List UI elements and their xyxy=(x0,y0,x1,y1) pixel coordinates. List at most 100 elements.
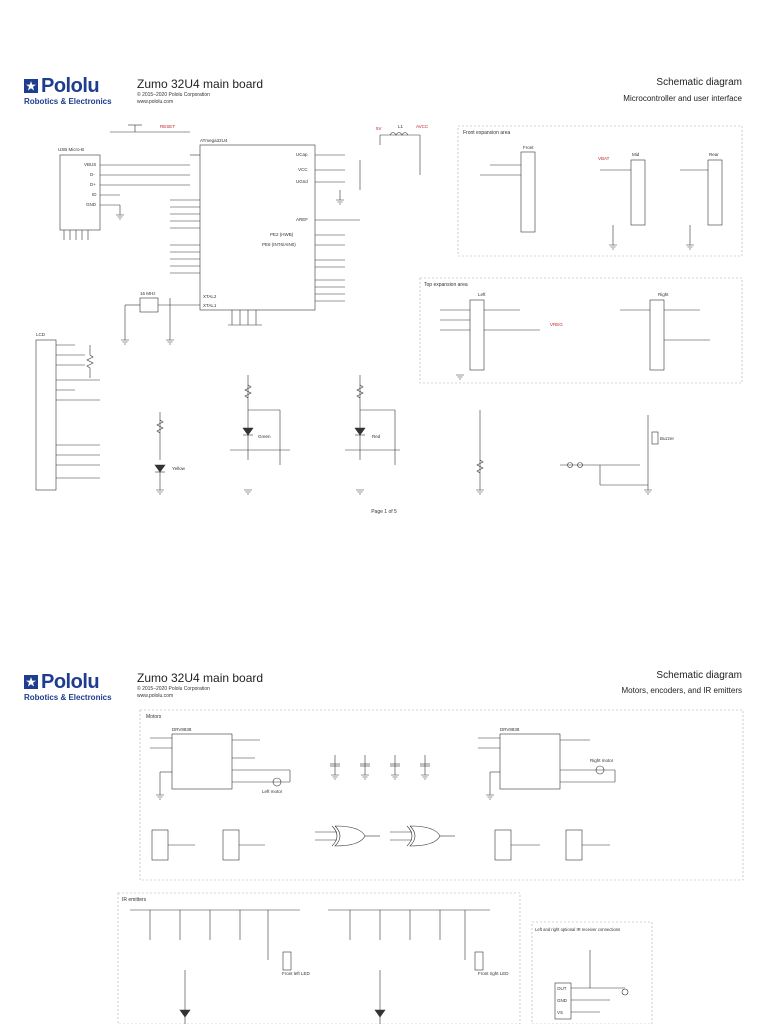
left-header xyxy=(469,299,485,371)
motors-title: Motors xyxy=(146,714,162,720)
front-header xyxy=(520,151,536,233)
top-expansion-region xyxy=(419,277,743,384)
copyright-line: © 2015–2020 Pololu Corporation xyxy=(137,92,210,98)
copyright-line: © 2015–2020 Pololu Corporation xyxy=(137,686,210,692)
rear-header-label: Rear xyxy=(709,152,719,157)
left-driver-label: DRV8838 xyxy=(172,727,192,732)
front-expansion-region xyxy=(457,125,743,257)
rear-header xyxy=(707,159,723,226)
front-left-led-label: Front left LED xyxy=(282,971,311,976)
front-right-led-label: Front right LED xyxy=(478,971,509,976)
website-link[interactable]: www.pololu.com xyxy=(137,693,174,699)
diagram-subtitle: Microcontroller and user interface xyxy=(623,94,742,103)
mid-header xyxy=(630,159,646,226)
ir-emitters-region xyxy=(117,892,521,1024)
green-led-label: Green xyxy=(258,434,271,439)
ir-receiver-connector xyxy=(554,982,572,1020)
top-expansion-title: Top expansion area xyxy=(424,282,468,288)
yellow-led-label: Yellow xyxy=(172,466,186,471)
brand-tagline: Robotics & Electronics xyxy=(24,97,112,106)
crystal-16mhz xyxy=(139,297,159,313)
front-right-led-connector xyxy=(474,951,484,971)
brand-wordmark: Pololu xyxy=(41,671,100,693)
ir-out-pin: OUT xyxy=(557,986,567,991)
mid-header-label: Mid xyxy=(632,152,640,157)
ir-emitters-title: IR emitters xyxy=(122,897,147,903)
pololu-logo-2: Pololu Robotics & Electronics xyxy=(24,672,112,702)
diagram-subtitle: Motors, encoders, and IR emitters xyxy=(621,686,743,695)
xor-gate-left xyxy=(334,825,366,847)
website-link[interactable]: www.pololu.com xyxy=(137,99,174,105)
right-header-label: Right xyxy=(658,292,669,297)
buzzer-label: Buzzer xyxy=(660,436,675,441)
usb-dminus-pin: D- xyxy=(90,172,95,177)
left-encoder-a xyxy=(151,829,169,861)
copyright: © 2015–2020 Pololu Corporation www.polol… xyxy=(137,92,210,106)
usb-label: USB Micro-B xyxy=(58,147,84,152)
left-header-label: Left xyxy=(478,292,486,297)
xor-gate-right xyxy=(409,825,441,847)
brand-wordmark: Pololu xyxy=(41,75,100,97)
mcu-vcc-pin: VCC xyxy=(298,167,308,172)
left-motor-label: Left motor xyxy=(262,789,283,794)
front-header-label: Front xyxy=(523,145,534,150)
ir-gnd-pin: GND xyxy=(557,998,568,1003)
vbat-net: VBAT xyxy=(598,156,610,161)
schematic-page-2: Pololu Robotics & Electronics Zumo 32U4 … xyxy=(0,600,768,1024)
schematic-page-1: Pololu Robotics & Electronics Zumo 32U4 … xyxy=(24,76,743,515)
inductor-label: L1 xyxy=(398,124,404,129)
right-motor xyxy=(595,765,605,775)
sheet-title: Zumo 32U4 main board xyxy=(137,671,264,685)
left-encoder-b xyxy=(222,829,240,861)
motors-region xyxy=(139,709,744,881)
mcu-pe6-pin: PE6 (INT6/AIN0) xyxy=(262,242,296,247)
buzzer xyxy=(651,431,659,445)
red-led-label: Red xyxy=(372,434,381,439)
usb-dplus-pin: D+ xyxy=(90,182,96,187)
left-motor xyxy=(272,777,282,787)
pololu-star-icon xyxy=(24,675,38,689)
ir-vs-pin: VS xyxy=(557,1010,563,1015)
page-number: Page 1 of 5 xyxy=(371,509,397,515)
right-motor-label: Right motor xyxy=(590,758,614,763)
right-header xyxy=(649,299,665,371)
right-driver-label: DRV8838 xyxy=(500,727,520,732)
mcu-aref-pin: AREF xyxy=(296,217,308,222)
mcu-xtal1-pin: XTAL1 xyxy=(203,303,217,308)
ir-receiver-region xyxy=(531,921,653,1024)
diagram-kind: Schematic diagram xyxy=(656,670,742,681)
front-left-led-connector xyxy=(282,951,292,971)
mcu-xtal2-pin: XTAL2 xyxy=(203,294,217,299)
avcc-net: AVCC xyxy=(416,124,429,129)
usb-gnd-pin: GND xyxy=(86,202,97,207)
right-encoder-b xyxy=(565,829,583,861)
brand-tagline: Robotics & Electronics xyxy=(24,693,112,702)
schematic-drawing-1: USB Micro-B VBUS D- D+ ID GND ATmega32U4… xyxy=(35,124,743,495)
right-encoder-a xyxy=(494,829,512,861)
mcu-pe2-pin: PE2 (HWB) xyxy=(270,232,294,237)
copyright: © 2015–2020 Pololu Corporation www.polol… xyxy=(137,686,210,700)
mcu-ucap-pin: UCap xyxy=(296,152,308,157)
five-v-net: 5V xyxy=(376,126,382,131)
usb-vbus-pin: VBUS xyxy=(84,162,96,167)
ir-receiver-title: Left and right optional IR receiver conn… xyxy=(535,927,620,932)
sheet-title: Zumo 32U4 main board xyxy=(137,77,264,91)
pololu-logo: Pololu Robotics & Electronics xyxy=(24,76,112,106)
atmega32u4-chip xyxy=(199,144,316,311)
front-expansion-title: Front expansion area xyxy=(463,130,510,136)
lcd-connector xyxy=(35,339,57,491)
right-motor-driver xyxy=(499,733,561,790)
vreg-net: VREG xyxy=(550,322,563,327)
pololu-star-icon xyxy=(24,79,38,93)
usb-id-pin: ID xyxy=(92,192,97,197)
schematic-drawing-2: DRV8838 DRV8838 Left motor Right motor F… xyxy=(117,709,744,1024)
lcd-label: LCD xyxy=(36,332,46,337)
mcu-ugnd-pin: UGnd xyxy=(296,179,308,184)
usb-connector xyxy=(59,154,101,231)
ir-receiver-pad xyxy=(621,988,629,996)
crystal-label: 16 MHz xyxy=(140,291,156,296)
reset-net: RESET xyxy=(160,124,175,129)
left-motor-driver xyxy=(171,733,233,790)
mcu-label: ATmega32U4 xyxy=(200,138,228,143)
diagram-kind: Schematic diagram xyxy=(656,77,742,88)
